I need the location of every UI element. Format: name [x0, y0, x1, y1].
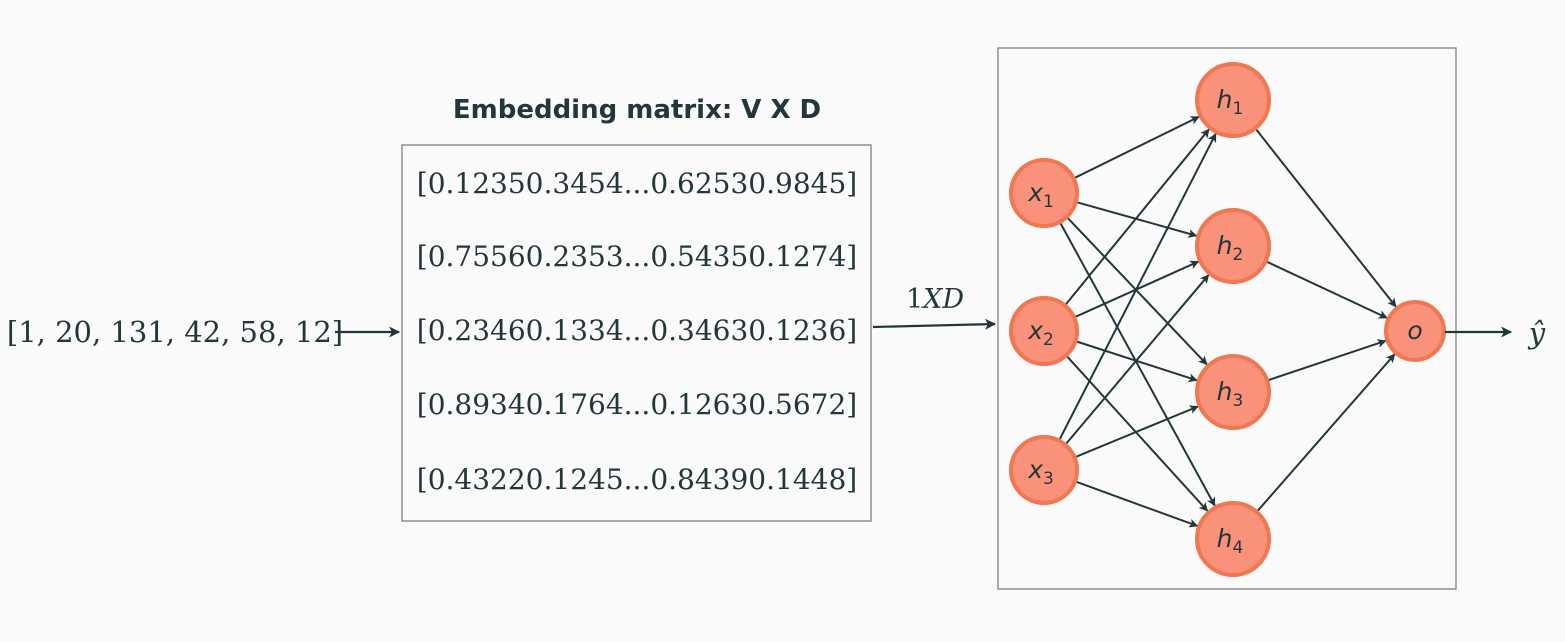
hidden-node-circle [1195, 208, 1271, 284]
output-label: ŷ [1527, 316, 1546, 350]
hidden-node: h3 [1195, 354, 1271, 430]
hidden-node-circle [1195, 354, 1271, 430]
hidden-node-label-base: h [1217, 85, 1233, 114]
output-node: o [1384, 300, 1446, 362]
input-node-circle [1009, 296, 1079, 366]
hidden-node: h1 [1195, 62, 1271, 138]
input-node-label-subscript: 3 [1043, 469, 1054, 489]
projection-label-italic: XD [921, 284, 964, 315]
input-node-label-base: x [1027, 316, 1043, 345]
output-node-label-base: o [1407, 316, 1422, 345]
network-edge [1074, 405, 1199, 459]
output-node-label: o [1407, 316, 1422, 345]
hidden-node-label-base: h [1217, 377, 1233, 406]
hidden-node-label: h1 [1217, 85, 1244, 119]
hidden-node-label-base: h [1217, 231, 1233, 260]
network-edge [1066, 216, 1208, 366]
input-node-label: x2 [1027, 316, 1054, 350]
network-edges [1058, 115, 1397, 528]
input-node-label: x3 [1027, 455, 1054, 489]
hidden-node-label-subscript: 2 [1233, 245, 1244, 265]
input-node-label-subscript: 2 [1043, 330, 1054, 350]
hidden-node: h2 [1195, 208, 1271, 284]
hidden-node-label-subscript: 1 [1233, 99, 1244, 119]
input-node-label-subscript: 1 [1043, 192, 1054, 212]
network-edge [1265, 260, 1388, 319]
hidden-node-label: h4 [1217, 524, 1244, 558]
hidden-node-circle [1195, 501, 1271, 577]
hidden-node-circle [1195, 62, 1271, 138]
embedding-rows: [0.12350.3454...0.62530.9845] [0.75560.23… [417, 167, 857, 496]
network-edge [1064, 128, 1210, 307]
embedding-title: Embedding matrix: V X D [453, 95, 821, 125]
network-edge [1064, 274, 1210, 446]
embedding-row: [0.12350.3454...0.62530.9845] [417, 167, 857, 200]
embedding-row: [0.43220.1245...0.84390.1448] [417, 463, 857, 496]
network-edge [1058, 221, 1216, 507]
network-edge [1065, 354, 1209, 512]
output-node-circle [1384, 300, 1446, 362]
input-node-label-base: x [1027, 178, 1043, 207]
projection-arrow [872, 318, 997, 330]
input-node-circle [1009, 435, 1079, 505]
input-sequence: [1, 20, 131, 42, 58, 12] [7, 315, 343, 349]
input-node: x1 [1009, 158, 1079, 228]
embedding-row: [0.75560.2353...0.54350.1274] [417, 240, 857, 273]
hidden-node-label-subscript: 4 [1233, 538, 1244, 558]
network-edge [1255, 353, 1396, 513]
hidden-node-label-base: h [1217, 524, 1233, 553]
hidden-node-label-subscript: 3 [1233, 391, 1244, 411]
network-edge [1073, 115, 1200, 180]
hidden-node-label: h2 [1217, 231, 1244, 265]
input-node-label-base: x [1027, 455, 1043, 484]
embedding-row: [0.23460.1334...0.34630.1236] [417, 314, 857, 347]
input-node-label: x1 [1027, 178, 1054, 212]
hidden-node: h4 [1195, 501, 1271, 577]
network-edge [1266, 339, 1387, 382]
embedding-matrix-box [401, 144, 872, 522]
input-node: x3 [1009, 435, 1079, 505]
hidden-node-label: h3 [1217, 377, 1244, 411]
network-box [997, 47, 1457, 590]
projection-label-prefix: 1 [906, 284, 923, 315]
network-edge [1058, 133, 1217, 442]
input-node-circle [1009, 158, 1079, 228]
input-node: x2 [1009, 296, 1079, 366]
embedding-row: [0.89340.1764...0.12630.5672] [417, 388, 857, 421]
network-edge [1074, 480, 1199, 528]
network-edge [1254, 127, 1397, 308]
projection-label: 1XD [906, 284, 964, 315]
